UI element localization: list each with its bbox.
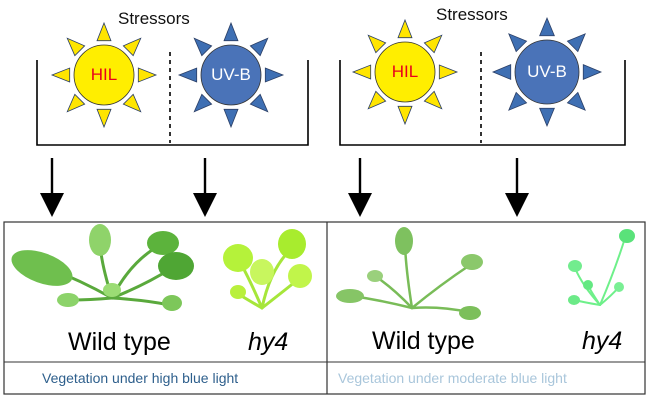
sun-disc (200, 44, 262, 106)
sun-ray (423, 34, 443, 54)
sun-ray (566, 91, 586, 111)
sun-ray (137, 67, 158, 83)
hil-label: HIL (90, 65, 118, 84)
uvb-label: UV-B (527, 62, 567, 81)
caption-moderate-blue-light: Vegetation under moderate blue light (338, 370, 567, 386)
sun-ray (50, 67, 71, 83)
sun-ray (566, 33, 586, 53)
uvb-sun-icon (491, 16, 603, 128)
sun-disc (514, 39, 580, 105)
uvb-sun-icon (177, 21, 285, 129)
sun-ray (423, 90, 443, 110)
stressors-title: Stressors (118, 9, 190, 28)
sun-ray (249, 37, 269, 57)
sun-ray (438, 64, 459, 80)
sun-ray (223, 108, 239, 129)
sun-disc (374, 41, 436, 103)
sun-ray (193, 93, 213, 113)
sun-ray (539, 16, 555, 37)
uvb-label: UV-B (211, 65, 251, 84)
sun-ray (177, 67, 198, 83)
stressor-bracket-2 (339, 52, 626, 146)
hy4-label: hy4 (248, 328, 289, 356)
hy4-label: hy4 (582, 327, 623, 355)
arrows (40, 158, 529, 217)
sun-ray (249, 93, 269, 113)
hil-sun-icon (351, 18, 459, 126)
sun-ray (96, 108, 112, 129)
wild-type-plant-high-blue (11, 224, 194, 311)
sun-ray (539, 107, 555, 128)
hy4-plant-moderate-blue (568, 229, 635, 306)
sun-ray (122, 37, 142, 57)
sun-ray (66, 37, 86, 57)
sun-ray (351, 64, 372, 80)
sun-ray (193, 37, 213, 57)
sun-ray (66, 93, 86, 113)
sun-ray (508, 91, 528, 111)
hy4-plant-high-blue (223, 229, 312, 310)
stressors-title: Stressors (436, 5, 508, 24)
sun-ray (367, 90, 387, 110)
caption-high-blue-light: Vegetation under high blue light (42, 370, 239, 386)
sun-ray (367, 34, 387, 54)
sun-disc (73, 44, 135, 106)
sun-ray (397, 105, 413, 126)
hil-sun-icon (50, 21, 158, 129)
stressor-bracket-1 (36, 52, 309, 146)
sun-ray (223, 21, 239, 42)
sun-ray (491, 64, 512, 80)
wild-type-plant-moderate-blue (336, 227, 483, 320)
sun-ray (397, 18, 413, 39)
wild-type-label: Wild type (68, 328, 171, 356)
sun-ray (96, 21, 112, 42)
sun-ray (264, 67, 285, 83)
sun-ray (582, 64, 603, 80)
vegetation-panels-frame (3, 221, 646, 395)
sun-ray (508, 33, 528, 53)
wild-type-label: Wild type (372, 327, 475, 355)
hil-label: HIL (391, 62, 419, 81)
sun-ray (122, 93, 142, 113)
